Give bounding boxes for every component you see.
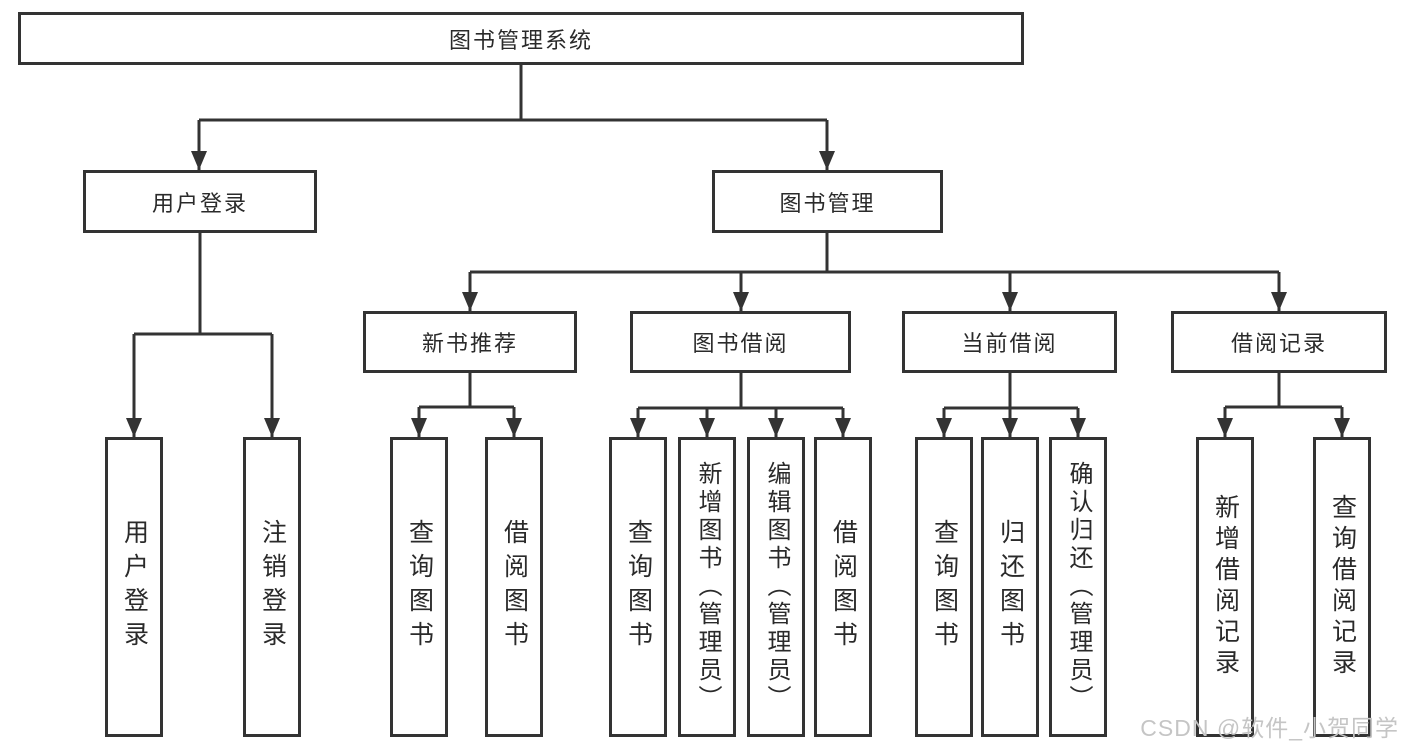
leaf-add-borrow-record-label: 新增借阅记录 xyxy=(1211,494,1240,680)
node-borrow-records: 借阅记录 xyxy=(1171,311,1387,373)
leaf-edit-book-admin-label: 编辑图书（管理员） xyxy=(763,461,790,713)
leaf-return-books-label: 归还图书 xyxy=(996,519,1025,655)
node-root: 图书管理系统 xyxy=(18,12,1024,65)
leaf-logout: 注销登录 xyxy=(243,437,301,737)
node-book-management: 图书管理 xyxy=(712,170,943,233)
leaf-query-books-current-label: 查询图书 xyxy=(930,519,959,655)
node-new-book-recommend-label: 新书推荐 xyxy=(421,331,518,356)
leaf-confirm-return-admin: 确认归还（管理员） xyxy=(1049,437,1107,737)
connector-book-management-to-level3 xyxy=(462,233,1287,311)
leaf-borrow-books-recommend-label: 借阅图书 xyxy=(500,519,529,655)
node-borrow-records-label: 借阅记录 xyxy=(1230,331,1327,356)
leaf-add-borrow-record: 新增借阅记录 xyxy=(1196,437,1254,737)
leaf-borrow-books: 借阅图书 xyxy=(814,437,872,737)
node-current-borrowing-label: 当前借阅 xyxy=(961,331,1058,356)
node-user-login: 用户登录 xyxy=(83,170,317,233)
connector-user-login-to-leaves xyxy=(126,233,280,437)
leaf-query-books-recommend-label: 查询图书 xyxy=(405,519,434,655)
leaf-logout-label: 注销登录 xyxy=(258,519,287,655)
connector-root-to-level2 xyxy=(191,65,835,170)
leaf-add-book-admin: 新增图书（管理员） xyxy=(678,437,736,737)
leaf-query-borrow-record-label: 查询借阅记录 xyxy=(1328,494,1357,680)
leaf-query-borrow-record: 查询借阅记录 xyxy=(1313,437,1371,737)
watermark: CSDN @软件_小贺同学 xyxy=(1140,715,1399,741)
connector-borrow-records-to-leaves xyxy=(1217,373,1350,437)
leaf-borrow-books-label: 借阅图书 xyxy=(829,519,858,655)
node-user-login-label: 用户登录 xyxy=(151,190,248,216)
leaf-borrow-books-recommend: 借阅图书 xyxy=(485,437,543,737)
connector-book-borrowing-to-leaves xyxy=(630,373,851,437)
node-book-borrowing: 图书借阅 xyxy=(630,311,851,373)
node-new-book-recommend: 新书推荐 xyxy=(363,311,577,373)
leaf-query-books-current: 查询图书 xyxy=(915,437,973,737)
node-current-borrowing: 当前借阅 xyxy=(902,311,1117,373)
leaf-edit-book-admin: 编辑图书（管理员） xyxy=(747,437,805,737)
leaf-return-books: 归还图书 xyxy=(981,437,1039,737)
connector-new-book-recommend-to-leaves xyxy=(411,373,522,437)
leaf-add-book-admin-label: 新增图书（管理员） xyxy=(694,461,721,713)
leaf-query-books-recommend: 查询图书 xyxy=(390,437,448,737)
node-book-borrowing-label: 图书借阅 xyxy=(692,331,789,356)
leaf-user-login-label: 用户登录 xyxy=(120,519,149,655)
leaf-user-login: 用户登录 xyxy=(105,437,163,737)
connector-current-borrowing-to-leaves xyxy=(936,373,1086,437)
node-root-label: 图书管理系统 xyxy=(448,27,593,53)
leaf-query-books-borrowing: 查询图书 xyxy=(609,437,667,737)
leaf-confirm-return-admin-label: 确认归还（管理员） xyxy=(1065,461,1092,713)
leaf-query-books-borrowing-label: 查询图书 xyxy=(624,519,653,655)
node-book-management-label: 图书管理 xyxy=(779,190,876,216)
